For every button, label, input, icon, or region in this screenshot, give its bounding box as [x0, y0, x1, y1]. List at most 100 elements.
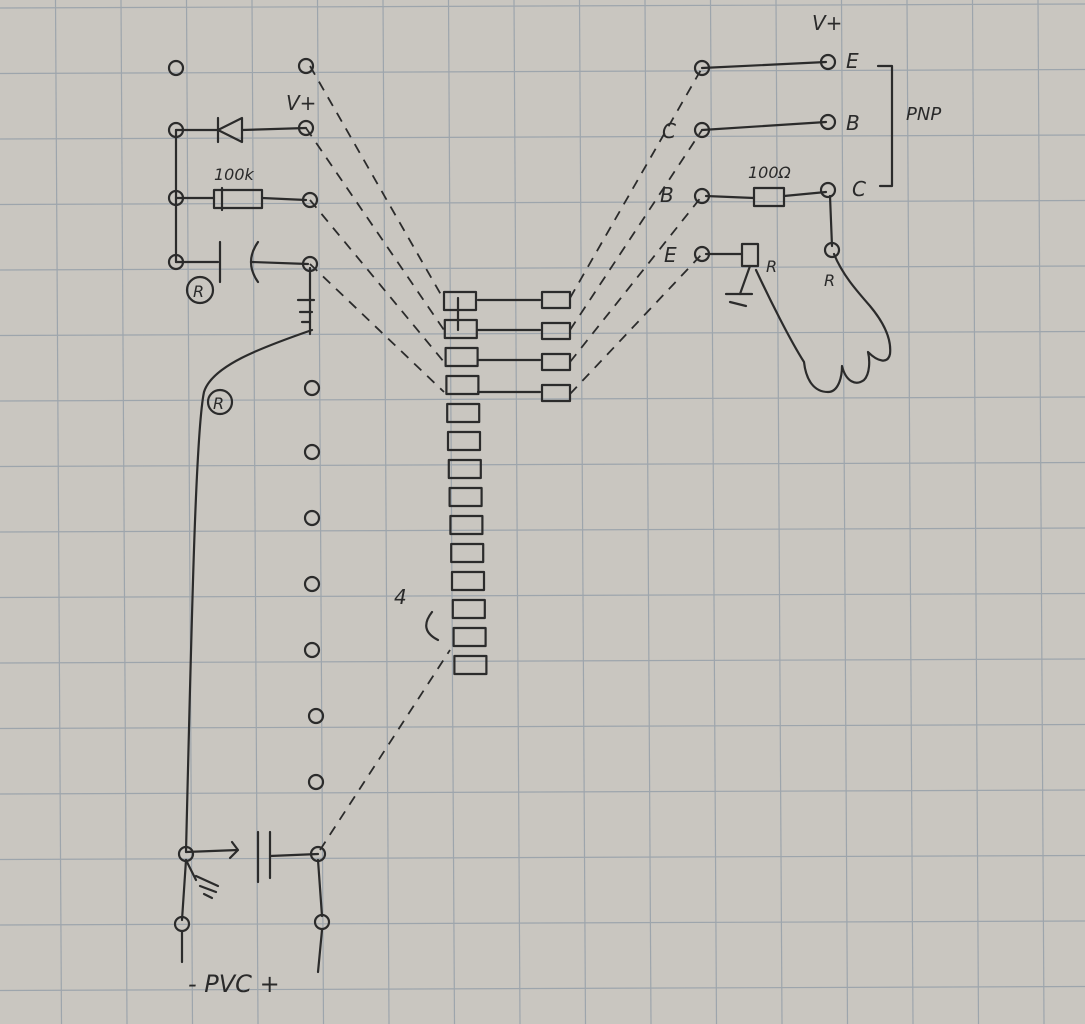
connector-pin-left [451, 598, 486, 620]
grid-line-v [316, 0, 325, 1024]
right-circuit [700, 60, 894, 394]
ground-top [296, 266, 316, 336]
pvc-plus-wire [316, 928, 324, 974]
connector-pin-left [446, 402, 481, 424]
pot-symbol-wire [206, 388, 234, 416]
terminal-node [307, 773, 325, 791]
grid-line-h [0, 592, 1085, 599]
connector-left-column [442, 290, 488, 676]
terminal-node [301, 255, 319, 273]
label-e-top: E [846, 49, 859, 73]
pvc-minus-lead [180, 858, 188, 922]
grid-line-v [840, 0, 849, 1024]
capacitor-top [174, 240, 310, 284]
connector-pin-left [448, 486, 483, 508]
grid-line-h [0, 920, 1085, 926]
terminal-node [297, 57, 315, 75]
connector-pin-left [453, 654, 488, 676]
grid-line-h [0, 3, 1085, 9]
terminal-node [693, 245, 711, 263]
emitter-row [704, 242, 760, 308]
grid-line-v [578, 0, 587, 1024]
label-pot-r-wire: R [213, 394, 224, 413]
connector-pin-left [446, 430, 482, 452]
grid-line-h [0, 527, 1085, 533]
grid-line-v [709, 0, 718, 1024]
terminal-node [303, 575, 321, 593]
connector-bridges [456, 296, 542, 394]
dashed-connections [305, 65, 703, 851]
grid-line-h [0, 199, 1085, 206]
terminal-node [167, 189, 185, 207]
resistor-100k [174, 186, 308, 212]
terminal-node [303, 641, 321, 659]
label-b-left: B [660, 183, 674, 207]
grid-line-v [1037, 0, 1045, 1024]
connector-pin-left [452, 626, 487, 648]
connector-hook [425, 610, 440, 642]
connector-pin-left [442, 290, 478, 312]
terminal-node [303, 379, 321, 397]
terminal-node [167, 253, 185, 271]
left-circuit [174, 116, 324, 974]
wire-mid [700, 120, 828, 132]
terminal-node [297, 119, 315, 137]
dashed-wire [305, 127, 445, 331]
grid-line-h [0, 985, 1085, 992]
long-wire [184, 328, 314, 854]
right-terminals [693, 53, 841, 263]
grid-line-v [906, 0, 914, 1024]
connector-pin-left [450, 570, 486, 592]
label-vplus-right: V+ [812, 11, 842, 35]
label-connector-note: 4 [394, 585, 407, 609]
connector-pin-left [447, 458, 482, 480]
terminal-node [693, 121, 711, 139]
resistor-100ohm [704, 186, 828, 208]
dashed-wire [569, 253, 703, 395]
grid-line-v [775, 0, 783, 1024]
dashed-wire [309, 199, 445, 363]
label-pot-r-top: R [193, 282, 204, 301]
dashed-wire [569, 129, 703, 331]
connector-pin-right [540, 290, 572, 310]
label-pnp: PNP [906, 104, 941, 125]
dashed-wire [569, 195, 703, 363]
connector-pin-left [444, 346, 479, 368]
grid-line-v [447, 0, 456, 1024]
grid-line-h [0, 461, 1085, 468]
pot-symbol-top [185, 275, 215, 305]
label-c-left: C [662, 119, 676, 143]
dashed-wire [569, 67, 703, 299]
terminal-node [823, 241, 841, 259]
grid-line-v [54, 0, 63, 1024]
label-100ohm: 100Ω [748, 163, 792, 182]
label-b-mid: B [846, 111, 860, 135]
connector-pin-left [449, 514, 484, 536]
terminal-node [173, 915, 191, 933]
dashed-wire [319, 649, 451, 851]
label-r-small-1: R [766, 257, 777, 276]
grid-line-v [513, 0, 521, 1024]
wire-top [700, 60, 828, 70]
label-vplus-left: V+ [286, 91, 316, 115]
terminal-node [303, 443, 321, 461]
grid-line-v [971, 0, 980, 1024]
terminal-node [693, 187, 711, 205]
terminal-node [819, 53, 837, 71]
terminal-node [819, 181, 837, 199]
terminal-node [307, 707, 325, 725]
terminal-node [309, 845, 327, 863]
grid-line-h [0, 68, 1085, 75]
terminal-node [177, 845, 195, 863]
terminal-node [301, 191, 319, 209]
connector-pin-right [540, 321, 572, 341]
terminal-node [819, 113, 837, 131]
label-r-small-2: R [824, 271, 835, 290]
connector-pin-left [450, 542, 485, 564]
connector-pin-left [445, 374, 480, 396]
terminal-node [693, 59, 711, 77]
grid-line-h [0, 658, 1085, 664]
